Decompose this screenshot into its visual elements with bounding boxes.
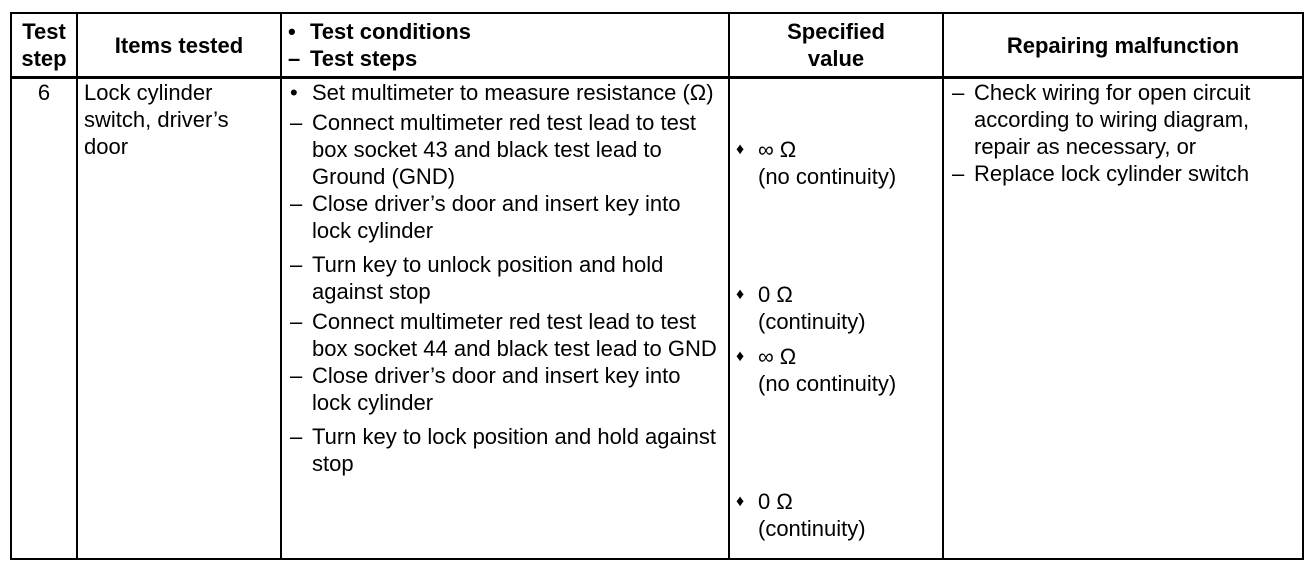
- specified-value-entry: ♦ ∞ Ω (no continuity): [736, 137, 897, 189]
- diamond-bullet-icon: ♦: [736, 141, 745, 158]
- step-entry: – Close driver’s door and insert key int…: [290, 191, 681, 243]
- test-specification-table: Test step Items tested •Test conditions …: [10, 12, 1304, 560]
- header-test-step: Test step: [10, 12, 78, 79]
- header-specified-value: Specified value: [728, 12, 944, 79]
- condition-entry: • Set multimeter to measure resistance (…: [290, 80, 714, 105]
- test-step-number: 6: [10, 76, 78, 560]
- specified-value-entry: ♦ 0 Ω (continuity): [736, 489, 866, 541]
- document-page: Test step Items tested •Test conditions …: [10, 12, 1304, 560]
- specified-value-entry: ♦ 0 Ω (continuity): [736, 282, 866, 334]
- table-row: 6 Lock cylinder switch, driver’s door • …: [10, 76, 1304, 560]
- header-items-tested: Items tested: [76, 12, 282, 79]
- diamond-bullet-icon: ♦: [736, 348, 745, 365]
- header-condition-line: –Test steps: [288, 46, 418, 71]
- table-header-row: Test step Items tested •Test conditions …: [10, 12, 1304, 79]
- repair-entry: – Check wiring for open circuit accordin…: [952, 80, 1251, 159]
- header-repairing-malfunction: Repairing malfunction: [942, 12, 1304, 79]
- step-entry: – Close driver’s door and insert key int…: [290, 363, 681, 415]
- step-entry: – Turn key to unlock position and hold a…: [290, 252, 664, 304]
- diamond-bullet-icon: ♦: [736, 493, 745, 510]
- diamond-bullet-icon: ♦: [736, 286, 745, 303]
- specified-value-entry: ♦ ∞ Ω (no continuity): [736, 344, 897, 396]
- specified-value-cell: ♦ ∞ Ω (no continuity) ♦ 0 Ω (continuity)…: [728, 76, 944, 560]
- step-entry: – Connect multimeter red test lead to te…: [290, 110, 696, 189]
- header-condition-line: •Test conditions: [288, 19, 471, 44]
- repairing-malfunction-cell: – Check wiring for open circuit accordin…: [942, 76, 1304, 560]
- item-tested: Lock cylinder switch, driver’s door: [76, 76, 282, 560]
- step-entry: – Connect multimeter red test lead to te…: [290, 309, 717, 361]
- repair-entry: – Replace lock cylinder switch: [952, 161, 1250, 186]
- step-entry: – Turn key to lock position and hold aga…: [290, 424, 716, 476]
- test-conditions-cell: • Set multimeter to measure resistance (…: [280, 76, 730, 560]
- header-test-conditions: •Test conditions –Test steps: [280, 12, 730, 79]
